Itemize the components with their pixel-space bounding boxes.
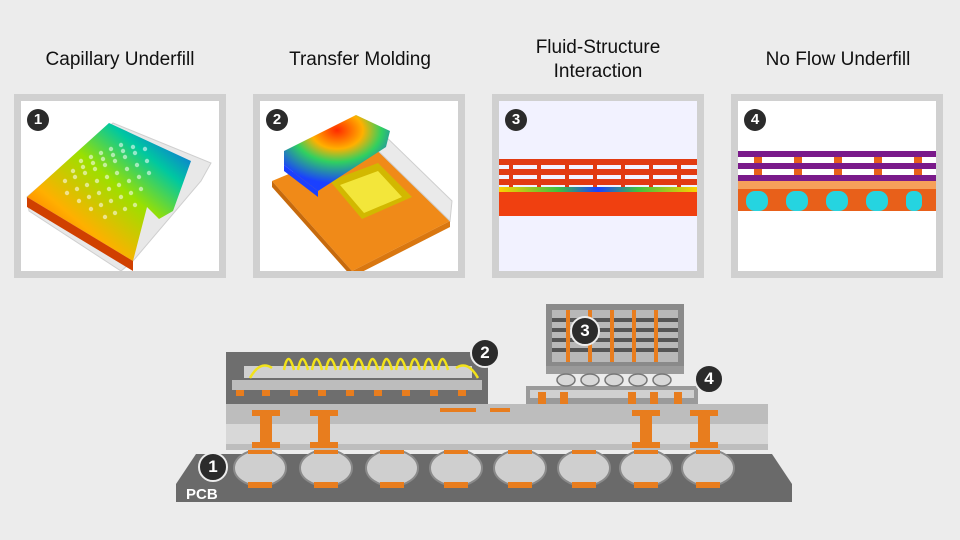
panel-1-image: 1 — [21, 101, 219, 271]
title-capillary-underfill: Capillary Underfill — [45, 49, 195, 70]
panel-no-flow-underfill: 4 — [731, 94, 943, 278]
callout-4: 4 — [694, 364, 724, 394]
panel-fluid-structure-interaction: 3 — [492, 94, 704, 278]
transfer-molding-simulation — [272, 115, 453, 271]
panel-2-image: 2 — [260, 101, 458, 271]
callout-2: 2 — [470, 338, 500, 368]
panel-4-image: 4 — [738, 101, 936, 271]
panel-number-badge: 3 — [505, 109, 527, 131]
callout-3: 3 — [570, 316, 600, 346]
panel-number-badge: 1 — [27, 109, 49, 131]
fluid-structure-simulation — [499, 159, 697, 216]
panel-capillary-underfill: 1 — [14, 94, 226, 278]
panel-number-badge: 2 — [266, 109, 288, 131]
panel-transfer-molding: 2 — [253, 94, 465, 278]
substrate-vias — [252, 408, 718, 448]
panel-3-image: 3 — [499, 101, 697, 271]
wire-bonds — [248, 357, 480, 379]
panel-number-badge: 4 — [744, 109, 766, 131]
callout-1: 1 — [198, 452, 228, 482]
capillary-flow-simulation — [26, 122, 212, 271]
no-flow-underfill-simulation — [738, 151, 936, 263]
title-transfer-molding: Transfer Molding — [289, 49, 431, 70]
pcb-label: PCB — [186, 486, 218, 503]
bga-solder-balls — [233, 449, 735, 487]
title-no-flow-underfill: No Flow Underfill — [765, 49, 911, 70]
title-fluid-structure-interaction: Fluid-Structure Interaction — [535, 37, 661, 82]
